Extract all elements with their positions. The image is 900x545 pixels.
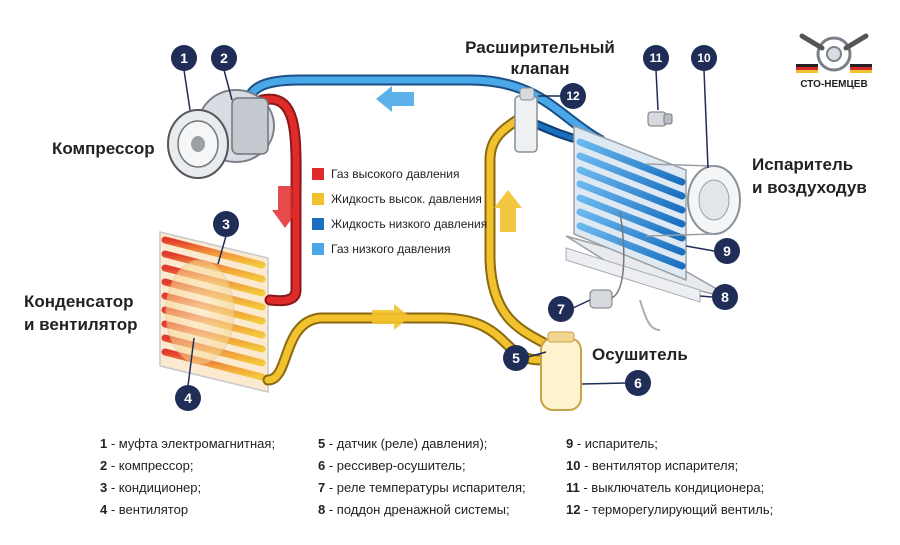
- legend-swatch: [312, 217, 324, 230]
- part-number: 6: [318, 458, 326, 473]
- part-item: 5 - датчик (реле) давления);: [318, 433, 526, 455]
- expansion-valve-label: Расширительный клапан: [455, 37, 625, 79]
- parts-column-2: 5 - датчик (реле) давления); 6 - рессиве…: [318, 433, 526, 521]
- part-number: 8: [318, 502, 326, 517]
- parts-column-1: 1 - муфта электромагнитная; 2 - компресс…: [100, 433, 275, 521]
- legend-swatch: [312, 192, 324, 205]
- part-item: 8 - поддон дренажной системы;: [318, 499, 526, 521]
- evaporator-label: Испаритель и воздуходув: [752, 153, 867, 199]
- parts-column-3: 9 - испаритель; 10 - вентилятор испарите…: [566, 433, 773, 521]
- badge-5: 5: [503, 345, 529, 371]
- part-text: - датчик (реле) давления);: [325, 436, 488, 451]
- part-item: 11 - выключатель кондиционера;: [566, 477, 773, 499]
- legend-label: Газ низкого давления: [331, 241, 451, 256]
- part-text: - рессивер-осушитель;: [325, 458, 466, 473]
- part-number: 1: [100, 436, 108, 451]
- part-item: 3 - кондиционер;: [100, 477, 275, 499]
- legend-label: Жидкость низкого давления: [331, 216, 488, 231]
- legend: Газ высокого давления Жидкость высок. да…: [312, 161, 487, 261]
- part-text: - испаритель;: [573, 436, 658, 451]
- receiver-dryer: [540, 331, 582, 411]
- badge-4: 4: [175, 385, 201, 411]
- compressor: [167, 89, 275, 179]
- legend-label: Газ высокого давления: [331, 166, 460, 181]
- part-number: 3: [100, 480, 108, 495]
- part-text: - поддон дренажной системы;: [325, 502, 510, 517]
- badge-11: 11: [643, 45, 669, 71]
- part-number: 2: [100, 458, 108, 473]
- part-text: - выключатель кондиционера;: [579, 480, 765, 495]
- part-item: 9 - испаритель;: [566, 433, 773, 455]
- part-number: 10: [566, 458, 581, 473]
- legend-swatch: [312, 167, 324, 180]
- part-text: - вентилятор испарителя;: [580, 458, 739, 473]
- part-number: 5: [318, 436, 326, 451]
- logo-text: СТО-НЕМЦЕВ: [800, 79, 868, 90]
- part-number: 12: [566, 502, 581, 517]
- part-number: 11: [566, 480, 580, 495]
- legend-item-high-pressure-liquid: Жидкость высок. давления: [312, 186, 487, 211]
- badge-7: 7: [548, 296, 574, 322]
- expansion-valve: [514, 87, 538, 153]
- evaporator: [565, 124, 741, 331]
- legend-swatch: [312, 242, 324, 255]
- dryer-label: Осушитель: [592, 345, 688, 364]
- badge-12: 12: [560, 83, 586, 109]
- compressor-label: Компрессор: [52, 139, 155, 158]
- part-text: - вентилятор: [107, 502, 189, 517]
- badge-10: 10: [691, 45, 717, 71]
- temperature-switch: [589, 211, 625, 309]
- part-item: 7 - реле температуры испарителя;: [318, 477, 526, 499]
- part-number: 4: [100, 502, 108, 517]
- part-item: 2 - компрессор;: [100, 455, 275, 477]
- part-number: 7: [318, 480, 326, 495]
- flow-arrows: [272, 86, 522, 330]
- part-number: 9: [566, 436, 574, 451]
- legend-item-low-pressure-gas: Газ низкого давления: [312, 236, 487, 261]
- badge-9: 9: [714, 238, 740, 264]
- expansion-valve-label-line2: клапан: [510, 59, 570, 78]
- legend-label: Жидкость высок. давления: [331, 191, 482, 206]
- part-item: 1 - муфта электромагнитная;: [100, 433, 275, 455]
- part-item: 12 - терморегулирующий вентиль;: [566, 499, 773, 521]
- leader-lines: [183, 69, 715, 387]
- condenser: [159, 231, 269, 393]
- ac-switch: [647, 111, 673, 127]
- part-text: - терморегулирующий вентиль;: [580, 502, 774, 517]
- condenser-label: Конденсатор и вентилятор: [24, 290, 138, 336]
- part-text: - муфта электромагнитная;: [107, 436, 276, 451]
- badge-1: 1: [171, 45, 197, 71]
- part-item: 6 - рессивер-осушитель;: [318, 455, 526, 477]
- part-item: 10 - вентилятор испарителя;: [566, 455, 773, 477]
- condenser-label-line2: и вентилятор: [24, 315, 138, 334]
- badge-6: 6: [625, 370, 651, 396]
- evaporator-label-line1: Испаритель: [752, 155, 854, 174]
- part-text: - компрессор;: [107, 458, 194, 473]
- part-item: 4 - вентилятор: [100, 499, 275, 521]
- wrench-gear-icon: [796, 33, 872, 73]
- legend-item-high-pressure-gas: Газ высокого давления: [312, 161, 487, 186]
- part-text: - реле температуры испарителя;: [325, 480, 526, 495]
- condenser-label-line1: Конденсатор: [24, 292, 134, 311]
- evaporator-label-line2: и воздуходув: [752, 178, 867, 197]
- legend-item-low-pressure-liquid: Жидкость низкого давления: [312, 211, 487, 236]
- sto-nemtsev-logo: СТО-НЕМЦЕВ: [792, 30, 876, 100]
- badge-8: 8: [712, 284, 738, 310]
- badge-2: 2: [211, 45, 237, 71]
- badge-3: 3: [213, 211, 239, 237]
- expansion-valve-label-line1: Расширительный: [465, 38, 615, 57]
- part-text: - кондиционер;: [107, 480, 202, 495]
